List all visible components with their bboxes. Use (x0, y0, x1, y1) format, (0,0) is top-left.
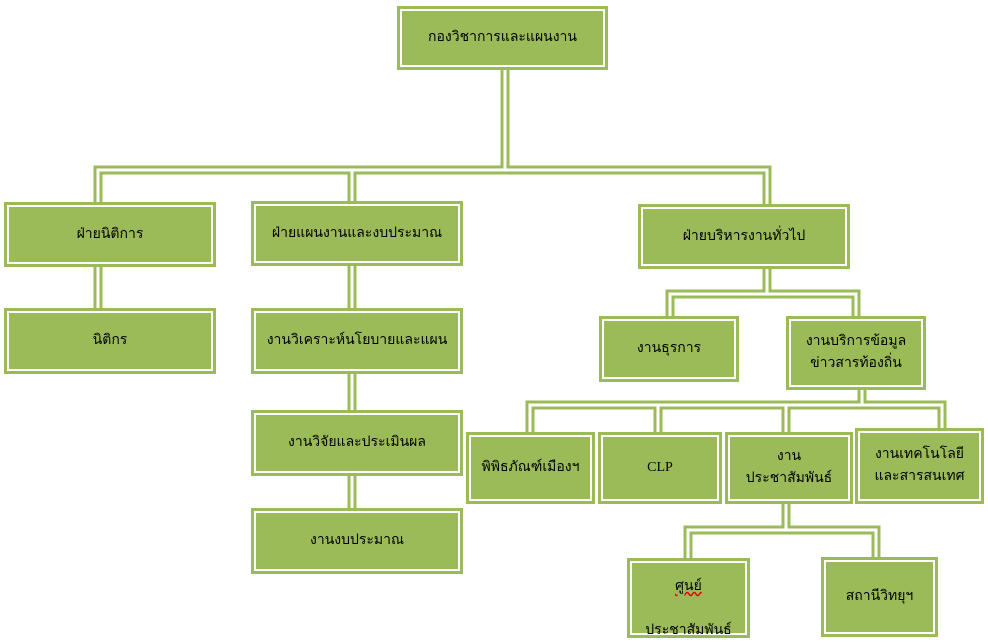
local-info-service-label: งานบริการข้อมูล ข่าวสารท้องถิ่น (805, 334, 907, 371)
research-evaluation-label: งานวิจัยและประเมินผล (288, 435, 426, 450)
plan-budget-division-label: ฝ่ายแผนงานและงบประมาณ (271, 225, 443, 241)
pr-center-node: ศูนย์ ประชาสัมพันธ์ (627, 558, 750, 638)
policy-analysis-label: งานวิเคราะห์นโยบายและแผน (266, 333, 448, 348)
it-unit-node: งานเทคโนโลยี และสารสนเทศ (855, 428, 984, 504)
general-admin-division-node: ฝ่ายบริหารงานทั่วไป (638, 204, 850, 269)
general-admin-division-label: ฝ่ายบริหารงานทั่วไป (682, 228, 806, 244)
clerical-unit-node: งานธุรการ (599, 316, 739, 382)
local-info-service-node: งานบริการข้อมูล ข่าวสารท้องถิ่น (786, 316, 926, 390)
public-relations-unit-node: งาน ประชาสัมพันธ์ (725, 432, 853, 504)
budget-unit-label: งานงบประมาณ (310, 533, 404, 548)
radio-station-node: สถานีวิทยุฯ (821, 557, 938, 637)
research-evaluation-node: งานวิจัยและประเมินผล (251, 410, 463, 476)
public-relations-unit-label: งาน ประชาสัมพันธ์ (745, 449, 833, 486)
policy-analysis-node: งานวิเคราะห์นโยบายและแผน (251, 308, 463, 374)
clp-label: CLP (647, 460, 673, 475)
pr-center-label: ศูนย์ ประชาสัมพันธ์ (645, 554, 731, 642)
clp-node: CLP (598, 432, 722, 504)
budget-unit-node: งานงบประมาณ (251, 508, 463, 574)
it-unit-label: งานเทคโนโลยี และสารสนเทศ (874, 447, 965, 484)
root-node-academic-planning-division: กองวิชาการและแผนงาน (397, 6, 608, 70)
city-museum-node: พิพิธภัณฑ์เมืองฯ (466, 432, 595, 504)
legal-officer-label: นิติกร (92, 333, 128, 348)
radio-station-label: สถานีวิทยุฯ (845, 589, 914, 604)
clerical-unit-label: งานธุรการ (636, 341, 702, 356)
city-museum-label: พิพิธภัณฑ์เมืองฯ (481, 460, 580, 475)
pr-center-line1: ศูนย์ (675, 579, 702, 594)
legal-officer-node: นิติกร (4, 308, 216, 374)
plan-budget-division-node: ฝ่ายแผนงานและงบประมาณ (251, 201, 463, 266)
root-node-label: กองวิชาการและแผนงาน (428, 30, 577, 45)
pr-center-line2: ประชาสัมพันธ์ (645, 623, 732, 638)
legal-division-node: ฝ่ายนิติการ (4, 202, 216, 267)
legal-division-label: ฝ่ายนิติการ (76, 226, 144, 242)
